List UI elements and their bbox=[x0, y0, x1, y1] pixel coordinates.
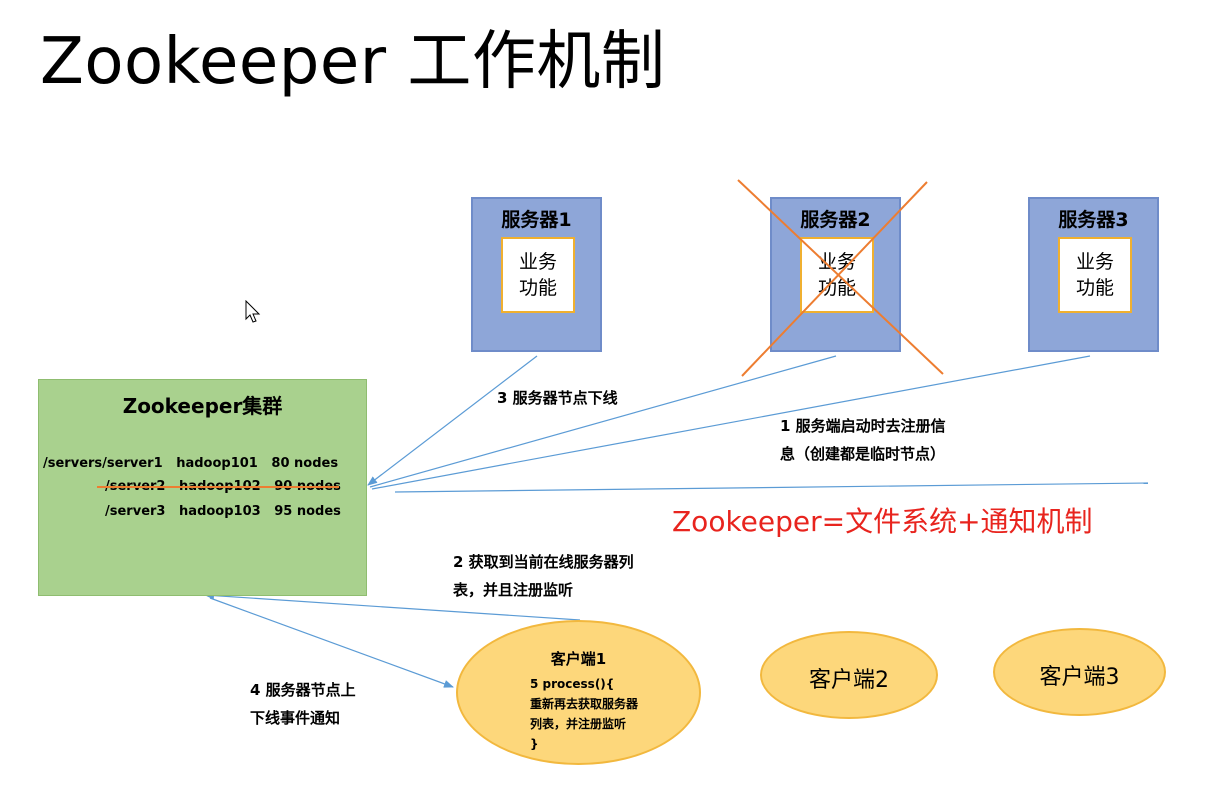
step-1-line1: 1 服务端启动时去注册信 bbox=[780, 417, 946, 435]
arrow-client-to-cluster bbox=[204, 591, 581, 621]
client-1-code-line1: 5 process(){ bbox=[530, 677, 615, 691]
server-3-function-line2: 功能 bbox=[1075, 277, 1114, 299]
step-2-line2: 表，并且注册监听 bbox=[453, 581, 574, 599]
step-2-line1: 2 获取到当前在线服务器列 bbox=[453, 553, 634, 571]
arrow-server2-to-cluster bbox=[369, 355, 837, 488]
cluster-entry-server1: /servers/server1 hadoop101 80 nodes bbox=[43, 456, 339, 471]
step-2-label: 2 获取到当前在线服务器列 表，并且注册监听 bbox=[453, 548, 634, 604]
client-1-code-line4: } bbox=[530, 737, 539, 751]
cluster-title: Zookeeper集群 bbox=[122, 394, 283, 418]
server-3-function-line1: 业务 bbox=[1075, 251, 1114, 273]
step-1-line2: 息（创建都是临时节点） bbox=[780, 445, 946, 463]
server-1-function-line2: 功能 bbox=[518, 277, 557, 299]
server-3-function: 业务功能 bbox=[1058, 237, 1132, 313]
separator-line bbox=[394, 482, 1149, 493]
server-3: 服务器3 业务功能 bbox=[1028, 197, 1159, 352]
step-1-label: 1 服务端启动时去注册信 息（创建都是临时节点） bbox=[780, 412, 946, 468]
client-1-code: 5 process(){ 重新再去获取服务器 列表，并注册监听 } bbox=[530, 674, 638, 754]
step-3-label: 3 服务器节点下线 bbox=[497, 389, 618, 407]
client-1-code-line2: 重新再去获取服务器 bbox=[530, 697, 639, 711]
server-1-name: 服务器1 bbox=[501, 209, 572, 231]
client-1-code-line3: 列表，并注册监听 bbox=[530, 717, 627, 731]
zookeeper-cluster: Zookeeper集群 /servers/server1 hadoop101 8… bbox=[38, 379, 367, 596]
mouse-pointer-icon bbox=[245, 300, 261, 323]
server-2-name: 服务器2 bbox=[800, 209, 871, 231]
step-4-line1: 4 服务器节点上 bbox=[250, 681, 356, 699]
strike-line bbox=[97, 486, 339, 488]
client-2-name: 客户端2 bbox=[809, 668, 889, 693]
arrow-server3-to-cluster bbox=[371, 355, 1091, 490]
client-1-name: 客户端1 bbox=[550, 650, 607, 668]
formula-text: Zookeeper=文件系统+通知机制 bbox=[672, 505, 1093, 538]
server-1: 服务器1 业务功能 bbox=[471, 197, 602, 352]
client-2: 客户端2 bbox=[760, 631, 938, 719]
server-1-function: 业务功能 bbox=[501, 237, 575, 313]
server-3-name: 服务器3 bbox=[1058, 209, 1129, 231]
step-4-line2: 下线事件通知 bbox=[250, 709, 341, 727]
step-4-label: 4 服务器节点上 下线事件通知 bbox=[250, 676, 356, 732]
arrow-server1-to-cluster bbox=[367, 355, 538, 486]
cluster-entry-server3: /server3 hadoop103 95 nodes bbox=[105, 504, 341, 519]
page-title: Zookeeper 工作机制 bbox=[40, 25, 666, 99]
client-3-name: 客户端3 bbox=[1039, 665, 1120, 690]
client-3: 客户端3 bbox=[993, 628, 1166, 716]
arrow-cluster-to-client bbox=[209, 597, 454, 688]
server-1-function-line1: 业务 bbox=[518, 251, 557, 273]
client-1: 客户端1 5 process(){ 重新再去获取服务器 列表，并注册监听 } bbox=[456, 620, 701, 765]
